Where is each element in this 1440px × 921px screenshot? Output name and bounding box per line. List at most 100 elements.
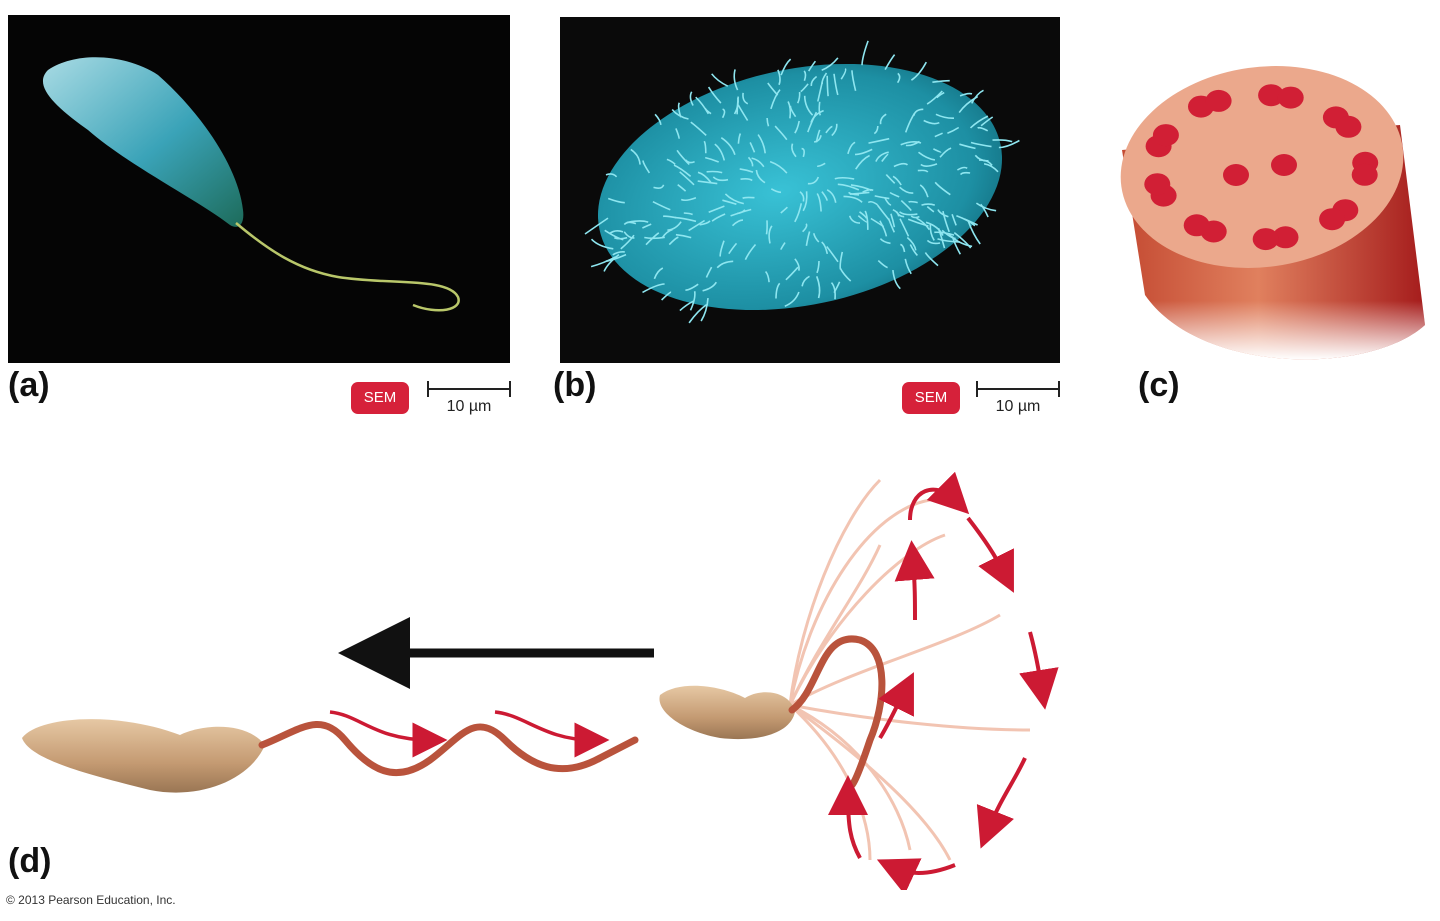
cilium-strand [884,54,896,70]
cilium-strand [887,218,896,233]
scale-bar-tick [427,381,429,397]
cilium-strand [918,151,936,161]
cilium-strand [885,174,896,184]
flagellate-flagellum [235,222,460,312]
cilium-strand [654,113,662,125]
cilium-strand [934,181,951,196]
cilium-strand [847,141,856,155]
cilium-strand [859,211,868,219]
microtubule-doublets [1144,84,1379,251]
cilium-strand [925,221,944,236]
cilium-strand [787,101,792,119]
cilium-strand [671,108,689,120]
cilium-strand [876,204,890,221]
cilium-strand [675,233,692,239]
cilium-strand [816,193,822,212]
scale-bar-tick [509,381,511,397]
cilium-strand [695,96,710,115]
microtubule-doublet [1272,226,1299,249]
cilium-strand [794,258,800,271]
cilium-strand [899,211,918,216]
scale-bar-tick [1058,381,1060,397]
wave-arrow-1 [329,710,448,758]
cilium-strand [879,220,888,237]
cilium-strand [892,175,902,186]
cilium-strand [810,75,818,87]
cilium-strand [875,151,889,162]
cilium-strand [642,283,665,294]
cilium-strand [833,73,839,96]
cilium-strand [780,206,788,214]
central-microtubule [1271,154,1297,176]
cilium-strand [937,209,949,218]
ciliate-cell-body [597,63,1003,311]
cilium-strand [831,123,838,137]
cilium-strand [791,143,797,158]
scale-bar-line [976,388,1060,390]
cilium-strand [794,203,803,223]
micrograph-flagellate [8,15,510,363]
cilium-strand [855,154,870,170]
cilium-strand [857,215,868,223]
cilium-strand [801,147,805,158]
cilium-strand [937,228,946,249]
cilium-strand [707,86,722,104]
ciliate-illustration [584,40,1020,324]
cilium-strand [970,89,984,104]
panel-label-c: (c) [1138,366,1180,404]
cilium-strand [815,276,821,299]
scale-bar-label: 10 µm [446,398,492,415]
cilium-strand [623,231,635,239]
cilium-strand [642,160,651,174]
cilium-strand [926,90,943,105]
cilium-strand [813,233,820,243]
cilium-strand [889,191,900,198]
cilium-strand [977,126,989,132]
cilium-strand [690,121,707,136]
cilium-strand [964,218,978,226]
microtubule-doublet [1351,163,1378,186]
cilium-strand [900,200,912,212]
cilium-strand [770,89,781,110]
cilium-strand [714,143,726,161]
cilium-strand [892,208,900,217]
cilium-strand [958,95,979,114]
cilium-strand [998,139,1020,149]
cilium-strand [840,68,847,80]
cilium-power-stroke [788,635,886,790]
panel-label-d: (d) [8,842,52,880]
microtubule-doublet [1252,228,1279,251]
cilium-strand [780,242,786,250]
panel-label-a: (a) [8,366,50,404]
cilium-strand [722,199,737,206]
cilium-strand [605,173,618,178]
cilium-strand [839,267,852,282]
cilium-strand [666,158,676,165]
cilium-strand [864,210,869,230]
cilium-strand [910,61,928,81]
flagellate-illustration [42,57,460,312]
cilium-strand [803,70,807,82]
cilium-strand [728,242,738,255]
cilium-strand [676,149,690,166]
cilium-strand [607,197,625,204]
cilium-strand [677,184,687,192]
cilium-strand [959,143,976,150]
cilium-strand [826,75,829,97]
cell-body-ciliate [659,685,795,740]
cilium-strand [921,203,936,206]
cilium-strand [755,169,766,184]
panel-label-b: (b) [553,366,597,404]
cilium-strand [881,153,889,162]
cilium-strand [699,220,711,226]
cilium-strand [680,196,697,202]
cilium-strand [969,115,989,129]
cilium-strand [929,224,935,241]
cilium-strand [916,217,931,231]
central-microtubule [1223,164,1249,186]
cilium-strand [711,213,726,222]
flagellum-wave [258,720,639,777]
microtubule-doublet [1183,214,1210,237]
cilium-strand [951,214,957,226]
cilium-strand [777,69,781,86]
